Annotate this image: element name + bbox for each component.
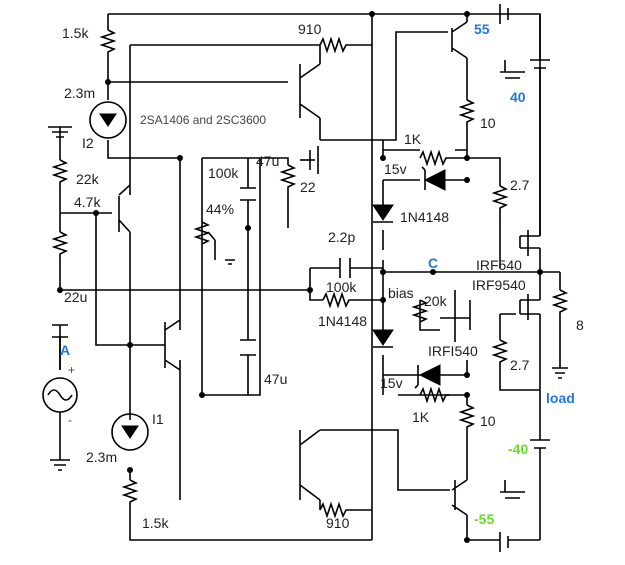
label-v-40: 40 xyxy=(510,89,526,105)
label-irfi540: IRFI540 xyxy=(428,343,478,359)
resistor-100k-fb xyxy=(322,291,360,309)
resistor-4-7k xyxy=(51,231,69,270)
resistor-10-top xyxy=(458,99,476,132)
label-1n4148-top: 1N4148 xyxy=(400,209,449,225)
label-22u: 22u xyxy=(64,289,87,305)
resistor-10-bot xyxy=(458,404,476,450)
ac-source xyxy=(42,377,78,413)
cap-47u-supply xyxy=(309,146,319,174)
cap-47u-bot xyxy=(240,339,256,356)
label-v-55: 55 xyxy=(474,21,490,37)
resistor-1k-bot xyxy=(419,386,450,404)
zener-15v-top xyxy=(423,169,446,191)
label-20k: 20k xyxy=(424,293,448,309)
battery-neg40 xyxy=(530,439,550,449)
label-r10-top: 10 xyxy=(480,115,496,131)
label-100k-vert: 100k xyxy=(208,165,239,181)
cap-47u-top xyxy=(240,187,256,201)
resistor-910-bot xyxy=(319,501,350,519)
resistor-1-5k-bot xyxy=(121,479,139,525)
label-2-7-bot: 2.7 xyxy=(510,357,530,373)
current-source-i1 xyxy=(111,413,149,451)
current-source-i2 xyxy=(89,101,127,139)
resistors xyxy=(51,29,569,525)
label-i2-value: 2.3m xyxy=(64,85,95,101)
label-1k-bot: 1K xyxy=(412,409,430,425)
label-minus: - xyxy=(68,413,72,427)
label-1-5k-bot: 1.5k xyxy=(142,515,169,531)
label-bias: bias xyxy=(388,285,414,301)
resistor-1k-top xyxy=(419,149,458,167)
diode-1n4148-bot xyxy=(372,329,394,346)
resistor-910-top xyxy=(319,36,355,54)
label-4-7k: 4.7k xyxy=(74,194,101,210)
resistor-1-5k-top xyxy=(99,29,117,56)
battery-55 xyxy=(499,4,509,24)
label-47u-bot: 47u xyxy=(264,371,287,387)
label-v-neg55: -55 xyxy=(474,511,494,527)
label-44: 44% xyxy=(206,201,234,217)
resistor-22 xyxy=(279,164,297,205)
label-910-top: 910 xyxy=(298,21,322,37)
labels: 1.5k 910 55 2.3m I2 2SA1406 and 2SC3600 … xyxy=(60,21,584,531)
label-2-2p: 2.2p xyxy=(328,229,355,245)
label-22k: 22k xyxy=(76,171,100,187)
ground-top-left xyxy=(48,126,72,138)
label-load: load xyxy=(546,390,575,406)
label-47u-top: 47u xyxy=(256,153,279,169)
capacitors xyxy=(52,146,351,370)
label-node-c: C xyxy=(428,255,438,271)
ground-40 xyxy=(500,60,525,79)
label-1-5k-top: 1.5k xyxy=(62,25,89,41)
label-r10-bot: 10 xyxy=(480,413,496,429)
sources xyxy=(42,4,568,552)
label-irf540: IRF540 xyxy=(476,257,522,273)
resistor-2-7-top xyxy=(491,185,509,230)
diodes xyxy=(372,166,446,389)
pot-20k xyxy=(411,299,429,323)
label-r8: 8 xyxy=(576,317,584,333)
label-910-bot: 910 xyxy=(326,515,350,531)
label-plus: + xyxy=(68,363,75,377)
ground-ac xyxy=(50,459,70,471)
label-i1-value: 2.3m xyxy=(86,449,117,465)
label-15v-top: 15v xyxy=(384,161,407,177)
diode-1n4148-top xyxy=(372,204,394,221)
label-100k-fb: 100k xyxy=(326,279,357,295)
resistor-2-7-bot xyxy=(491,339,509,375)
label-i2-name: I2 xyxy=(82,135,94,151)
label-v-neg40: -40 xyxy=(508,441,528,457)
label-node-a: A xyxy=(60,342,70,358)
resistor-8 xyxy=(551,289,569,340)
label-1n4148-bot: 1N4148 xyxy=(318,313,367,329)
battery-neg55 xyxy=(499,532,509,552)
label-2-7-top: 2.7 xyxy=(510,177,530,193)
label-irf9540: IRF9540 xyxy=(472,277,526,293)
ground-neg40 xyxy=(500,480,525,499)
resistor-22k xyxy=(51,159,69,195)
wires xyxy=(59,13,561,541)
label-i1-name: I1 xyxy=(152,411,164,427)
ground-load xyxy=(552,367,568,379)
label-15v-bot: 15v xyxy=(380,375,403,391)
label-r22: 22 xyxy=(300,179,316,195)
label-1k-top: 1K xyxy=(404,131,422,147)
cap-2-2p xyxy=(339,258,351,278)
junction-dots xyxy=(57,11,543,543)
label-transistor-note: 2SA1406 and 2SC3600 xyxy=(140,113,266,127)
zener-15v-bot xyxy=(418,364,441,386)
